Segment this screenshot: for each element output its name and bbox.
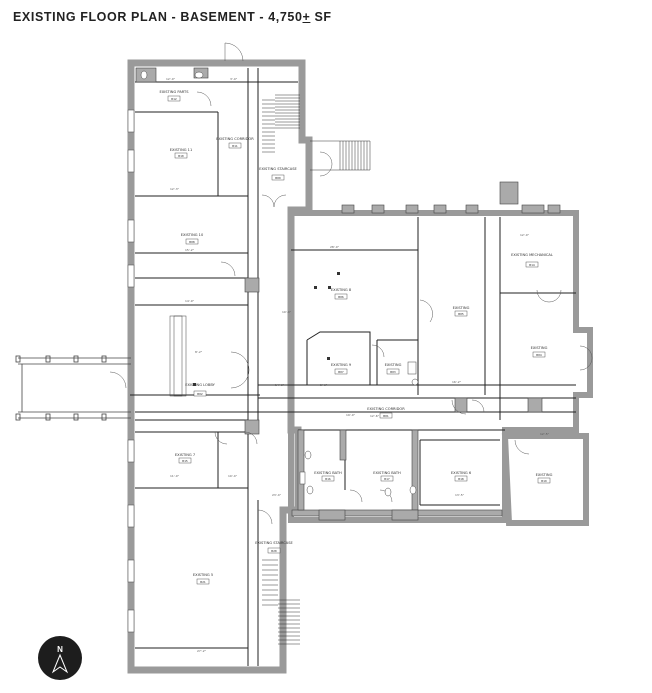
room-number: B20 xyxy=(271,549,277,553)
room-number: B02 xyxy=(197,392,203,396)
dimension: 10'-4" xyxy=(228,474,238,478)
room-number: B19 xyxy=(541,479,547,483)
room-label: EXISTING PARTS xyxy=(159,90,189,94)
room-label: EXISTING 9 xyxy=(331,363,352,367)
dimension: 12'-0" xyxy=(166,77,176,81)
room-label: EXISTING xyxy=(536,473,553,477)
room-label: EXISTING xyxy=(385,363,402,367)
page-title: EXISTING FLOOR PLAN - BASEMENT - 4,750+ … xyxy=(13,10,332,24)
dimension: 27'-2" xyxy=(197,649,207,653)
room-label: EXISTING BATH xyxy=(373,471,401,475)
dimension: 13'-5" xyxy=(455,493,465,497)
room-label: EXISTING MECHANICAL xyxy=(511,253,553,257)
room-number: B04 xyxy=(536,353,542,357)
room-label: EXISTING 11 xyxy=(170,148,193,152)
dimension: 11'-0" xyxy=(170,474,180,478)
dimension: 10'-4" xyxy=(282,310,292,314)
room-label: EXISTING 10 xyxy=(181,233,204,237)
room-label: EXISTING 7 xyxy=(175,453,195,457)
landing-boxes xyxy=(169,315,187,397)
west-wing-wall xyxy=(127,59,313,674)
room-number: B01 xyxy=(383,414,389,418)
room-number: B17 xyxy=(384,477,390,481)
room-number: B06 xyxy=(338,295,344,299)
dimension: 5'-6" xyxy=(320,383,328,387)
stair-south xyxy=(262,559,300,645)
room-number: B05 xyxy=(458,312,464,316)
dimension: 12'-0" xyxy=(520,233,530,237)
north-letter: N xyxy=(57,645,63,654)
north-arrow: N xyxy=(38,636,82,680)
room-label: EXISTING BATH xyxy=(314,471,342,475)
west-windows xyxy=(127,109,135,633)
room-number: B14 xyxy=(529,263,535,267)
stair-north xyxy=(262,94,300,153)
dimension: 8'-2" xyxy=(195,350,203,354)
room-number: B16 xyxy=(325,477,331,481)
interior-walls xyxy=(130,68,576,666)
room-label: EXISTING STAIRCASE xyxy=(259,167,297,171)
dimension: 3'-0" xyxy=(230,77,238,81)
dimension: 12'-5" xyxy=(540,432,550,436)
room-label: EXISTING STAIRCASE xyxy=(255,541,293,545)
dimension: 23'-4" xyxy=(272,493,282,497)
dimension-labels: 12'-0" 3'-0" 12'-3" 15'-2" 14'-9" 28'-0"… xyxy=(166,77,550,653)
room-label: EXISTING xyxy=(531,346,548,350)
room-label: EXISTING 6 xyxy=(451,471,472,475)
room-number: B10 xyxy=(178,154,184,158)
room-number: B09 xyxy=(275,176,281,180)
room-label: EXISTING CORRIDOR xyxy=(216,137,254,141)
dimension: 19'-0" xyxy=(346,413,356,417)
room-label: EXISTING 8 xyxy=(331,288,352,292)
room-tags: EXISTING PARTS B12 EXISTING CORRIDOR B11… xyxy=(159,90,553,585)
fixtures xyxy=(140,70,419,497)
dimension: 28'-0" xyxy=(330,245,340,249)
dimension: 16'-2" xyxy=(452,380,462,384)
room-label: EXISTING 5 xyxy=(193,573,213,577)
room-label: EXISTING CORRIDOR xyxy=(367,407,405,411)
room-number: B08 xyxy=(189,240,195,244)
room-number: B15 xyxy=(182,459,188,463)
southeast-block-wall xyxy=(501,433,589,526)
dimension: 14'-6" xyxy=(275,383,285,387)
columns xyxy=(193,272,340,386)
central-block-wall xyxy=(288,210,593,523)
exterior-walls xyxy=(127,59,593,674)
dimension: 15'-2" xyxy=(185,248,195,252)
dimension: 12'-3" xyxy=(170,187,180,191)
room-number: B03 xyxy=(390,370,396,374)
west-ramp xyxy=(15,355,131,421)
room-number: B11 xyxy=(232,144,238,148)
room-number: B18 xyxy=(458,477,464,481)
stair-exterior xyxy=(310,140,371,171)
room-label: EXISTING xyxy=(453,306,470,310)
room-number: B12 xyxy=(171,97,177,101)
wall-blocks xyxy=(135,67,561,521)
dimension: 12'-6" xyxy=(370,414,380,418)
room-label: EXISTING LOBBY xyxy=(185,383,215,387)
door-swings xyxy=(109,42,593,525)
room-number: B07 xyxy=(338,370,344,374)
dimension: 14'-9" xyxy=(185,299,195,303)
room-number: B21 xyxy=(200,580,206,584)
